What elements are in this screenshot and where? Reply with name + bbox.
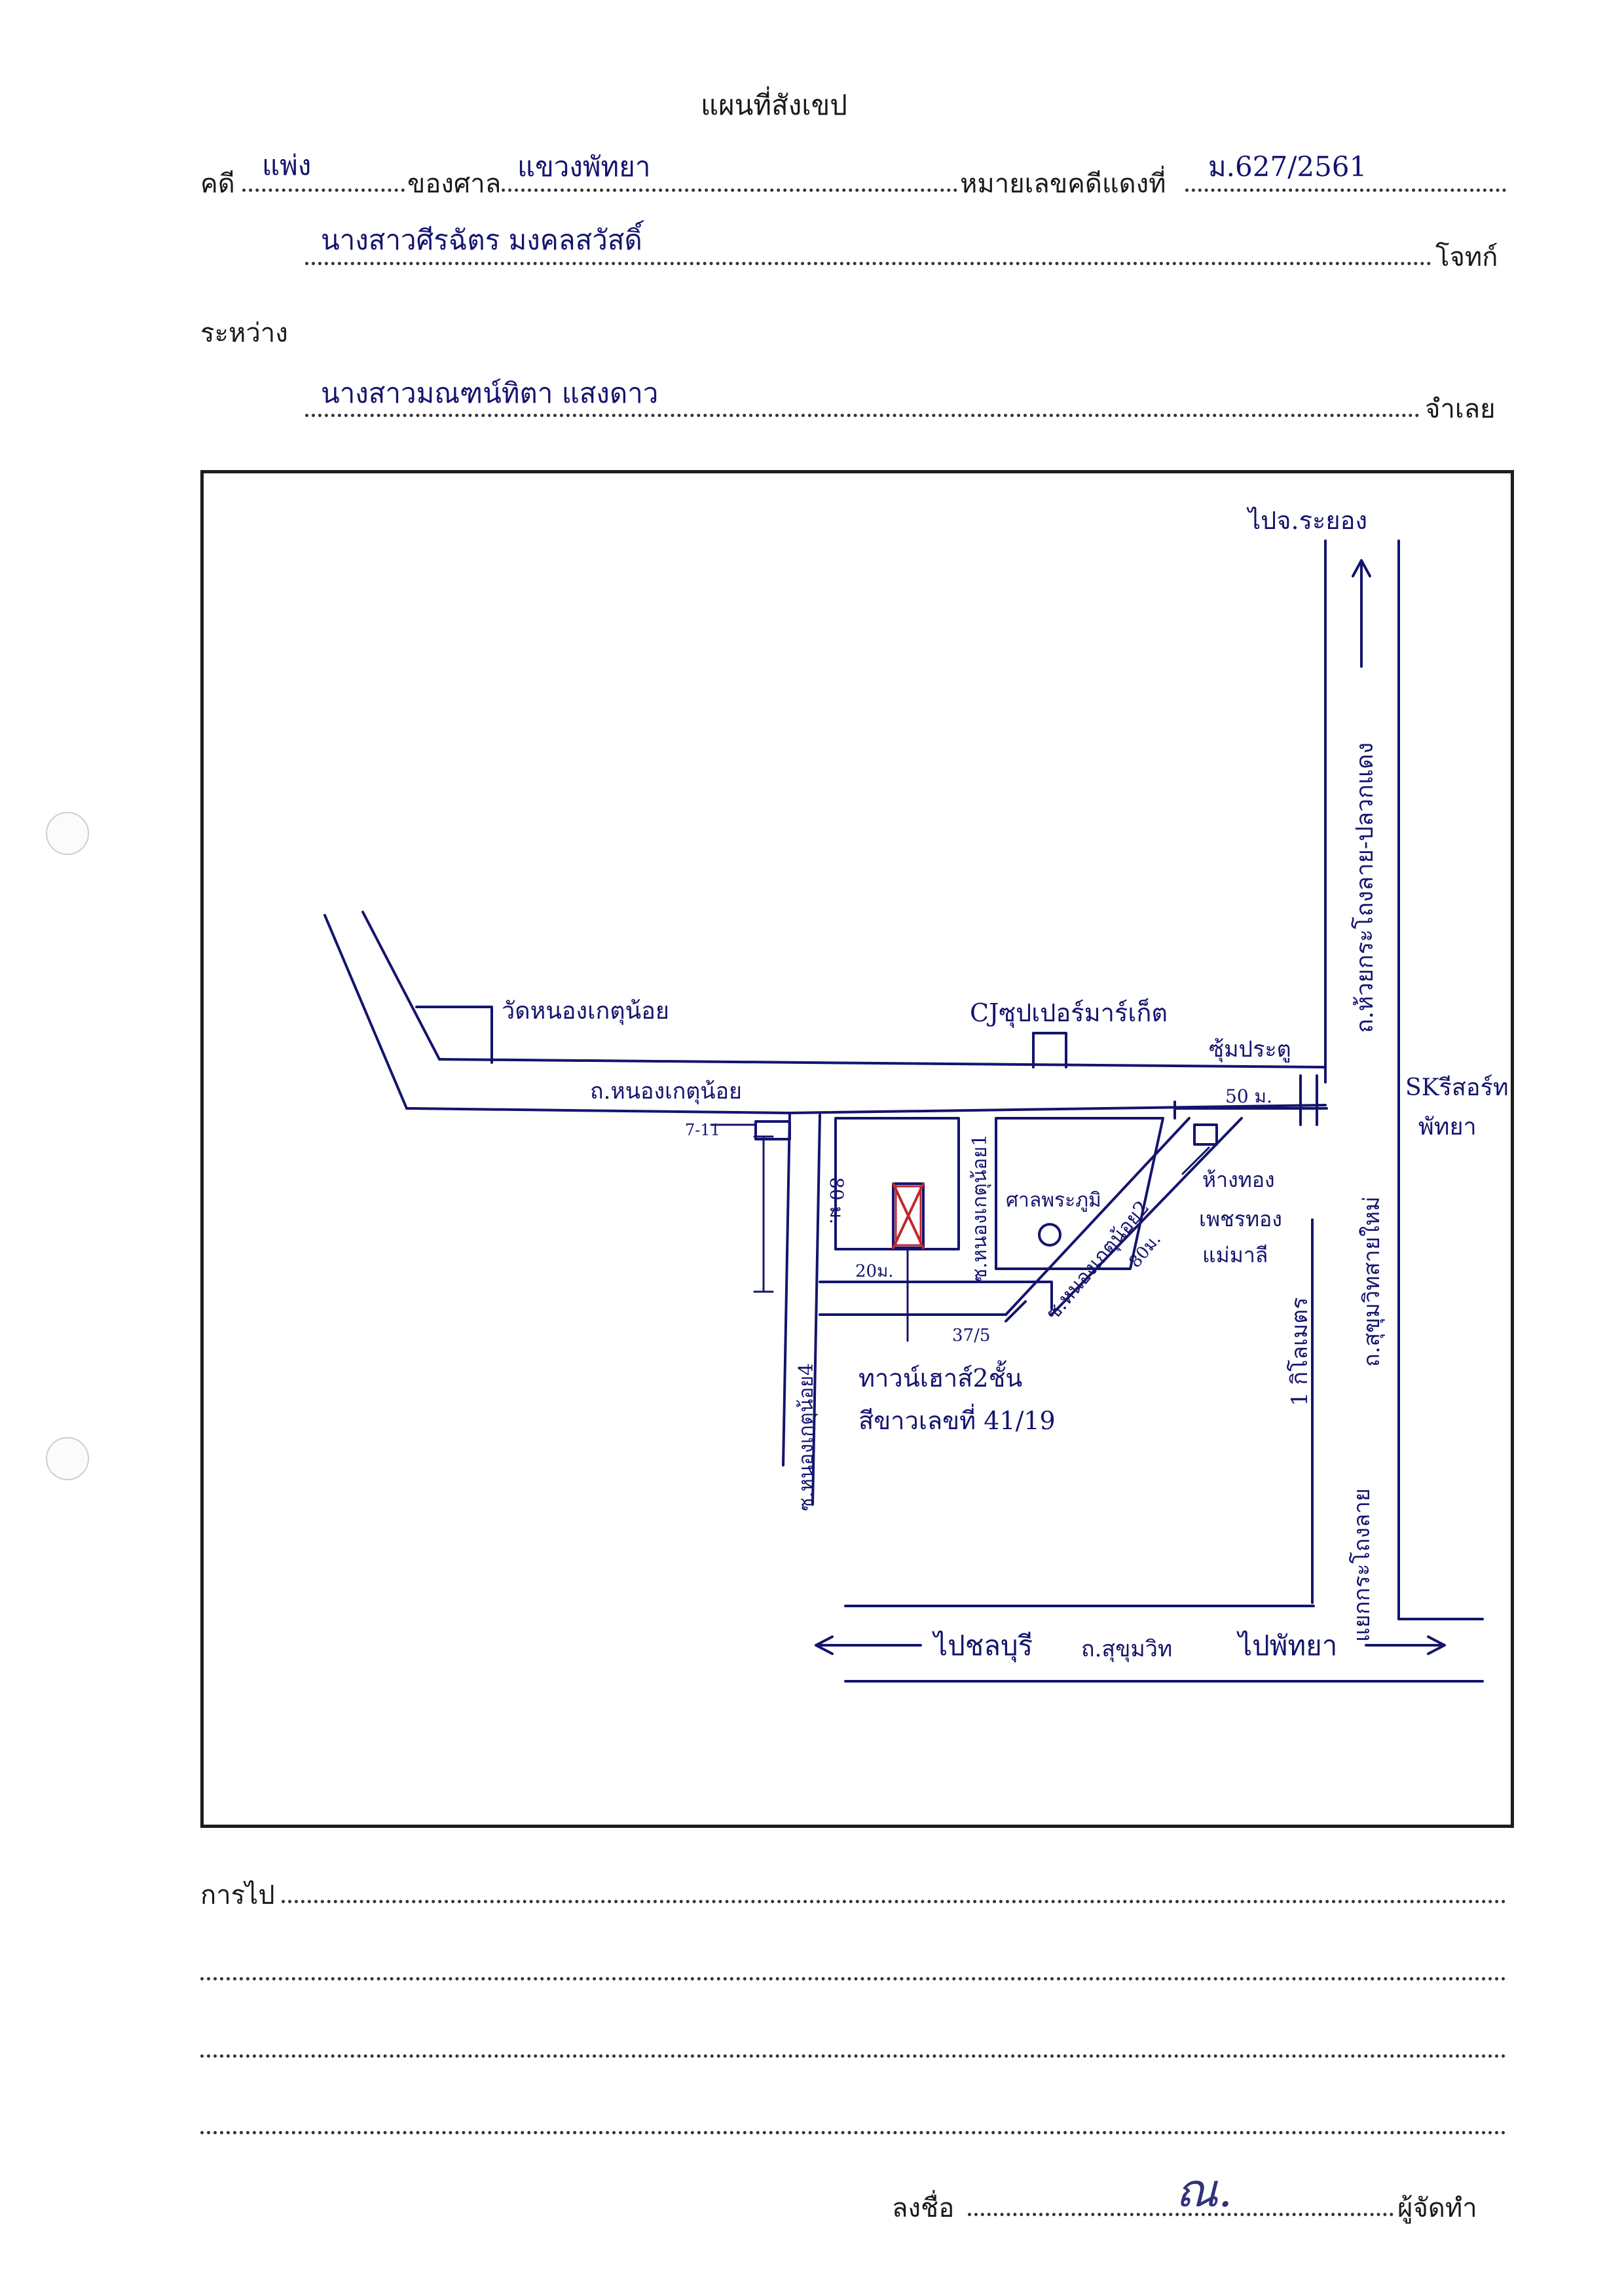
directions-line-3 (200, 2054, 1506, 2058)
red-case-label: หมายเลขคดีแดงที่ (960, 169, 1166, 199)
label-gold-shop-2: เพชรทอง (1199, 1207, 1282, 1231)
wat-compound (415, 1006, 493, 1064)
label-target-house-2: สีขาวเลขที่ 41/19 (858, 1404, 1056, 1435)
label-dist-20: 20ม. (855, 1262, 894, 1281)
plaintiff-line (305, 262, 1431, 265)
label-dist-50: 50 ม. (1225, 1085, 1272, 1107)
red-case-line (1185, 189, 1506, 192)
lane-20m (819, 1281, 1053, 1316)
court-label: ของศาล (407, 169, 502, 199)
court-line (502, 189, 957, 192)
arrow-to-pattaya (1365, 1635, 1446, 1655)
label-to-rayong: ไปจ.ระยอง (1246, 506, 1367, 535)
directions-line-4 (200, 2131, 1506, 2134)
label-target-house-1: ทาวน์เฮาส์2ชั้น (858, 1360, 1022, 1393)
label-wat: วัดหนองเกตุน้อย (502, 998, 669, 1025)
defendant-line (305, 414, 1420, 417)
defendant-label: จำเลย (1425, 394, 1496, 424)
gold-shop-building (1193, 1123, 1218, 1146)
punch-hole-upper (46, 812, 89, 855)
plaintiff-name: นางสาวศีรฉัตร มงคลสวัสดิ์ (321, 224, 642, 256)
signature: ณ. (1175, 2164, 1233, 2217)
cj-building (1032, 1032, 1067, 1068)
label-to-pattaya: ไปพัทยา (1236, 1630, 1337, 1662)
maker-label: ผู้จัดทำ (1397, 2193, 1477, 2223)
directions-line-1 (282, 1900, 1506, 1903)
court-name: แขวงพัทยา (517, 151, 651, 183)
label-house-375: 37/5 (952, 1326, 990, 1345)
diagonal-road-outer (323, 914, 408, 1110)
soi-4-right-edge (811, 1114, 821, 1506)
case-label: คดี (200, 169, 235, 199)
sign-label: ลงชื่อ (892, 2193, 955, 2223)
label-road-nong-ket-noi: ถ.หนองเกตุน้อย (590, 1078, 742, 1104)
punch-hole-lower (46, 1437, 89, 1480)
shrine-circle (1038, 1223, 1061, 1247)
soi-4-left-edge (782, 1112, 791, 1467)
document-title: แผนที่สังเขป (701, 89, 847, 121)
label-one-km: 1 กิโลเมตร (1287, 1298, 1313, 1407)
label-gold-shop-1: ห้างทอง (1202, 1167, 1275, 1192)
sign-line (968, 2213, 1393, 2216)
label-road-sukhumvit-new: ถ.สุขุมวิทสายใหม่ (1359, 1197, 1385, 1368)
plaintiff-label: โจทก์ (1435, 242, 1498, 272)
label-to-chonburi: ไปชลบุรี (932, 1630, 1033, 1663)
soi-1-block (995, 1117, 1164, 1270)
sketch-map: ไปจ.ระยอง ถ.ห้วยกระโถงลาย-ปลวกแดง วัดหนอ… (323, 506, 1509, 1683)
between-label: ระหว่าง (200, 318, 288, 348)
label-gate: ซุ้มประตู (1209, 1036, 1291, 1063)
north-arrow (1352, 559, 1371, 668)
red-case-number: ม.627/2561 (1208, 151, 1367, 183)
label-soi-1: ซ.หนองเกตุน้อย1 (969, 1134, 992, 1282)
target-townhouse (892, 1182, 925, 1249)
map-frame (200, 470, 1514, 1828)
label-gold-shop-3: แม่มาลี (1202, 1243, 1268, 1267)
directions-line-2 (200, 1977, 1506, 1980)
label-road-sukhumvit: ถ.สุขุมวิท (1081, 1636, 1172, 1662)
gate-posts (1299, 1074, 1318, 1126)
label-shrine: ศาลพระภูมิ (1006, 1189, 1101, 1212)
label-dist-80-left: 80 ม. (826, 1177, 847, 1224)
label-road-huai-yai: ถ.ห้วยกระโถงลาย-ปลวกแดง (1351, 742, 1378, 1033)
house-375 (1005, 1300, 1027, 1322)
case-type: แพ่ง (262, 149, 312, 181)
soi-2-left-edge (1005, 1117, 1190, 1316)
arrow-to-chonburi (815, 1635, 922, 1655)
label-junction: แยกกระโถงลาย (1349, 1488, 1375, 1642)
soi-4-block (834, 1117, 960, 1250)
nongketnoi-road-top (438, 1058, 1327, 1068)
label-sk-resort-2: พัทยา (1418, 1114, 1477, 1140)
distance-50m-marker (1173, 1101, 1328, 1120)
diagonal-road-inner (361, 911, 441, 1061)
label-soi-4: ซ.หนองเกตุน้อย4 (795, 1363, 819, 1511)
label-sk-resort-1: SKรีสอร์ท (1405, 1074, 1509, 1101)
soi-2-right-edge (1050, 1117, 1243, 1316)
case-type-line (242, 189, 405, 192)
label-seven-eleven: 7-11 (685, 1121, 720, 1139)
label-cj-market: CJซุปเปอร์มาร์เก็ต (970, 998, 1168, 1028)
defendant-name: นางสาวมณฑน์ทิตา แสงดาว (321, 377, 659, 409)
directions-label: การไป (200, 1880, 275, 1910)
